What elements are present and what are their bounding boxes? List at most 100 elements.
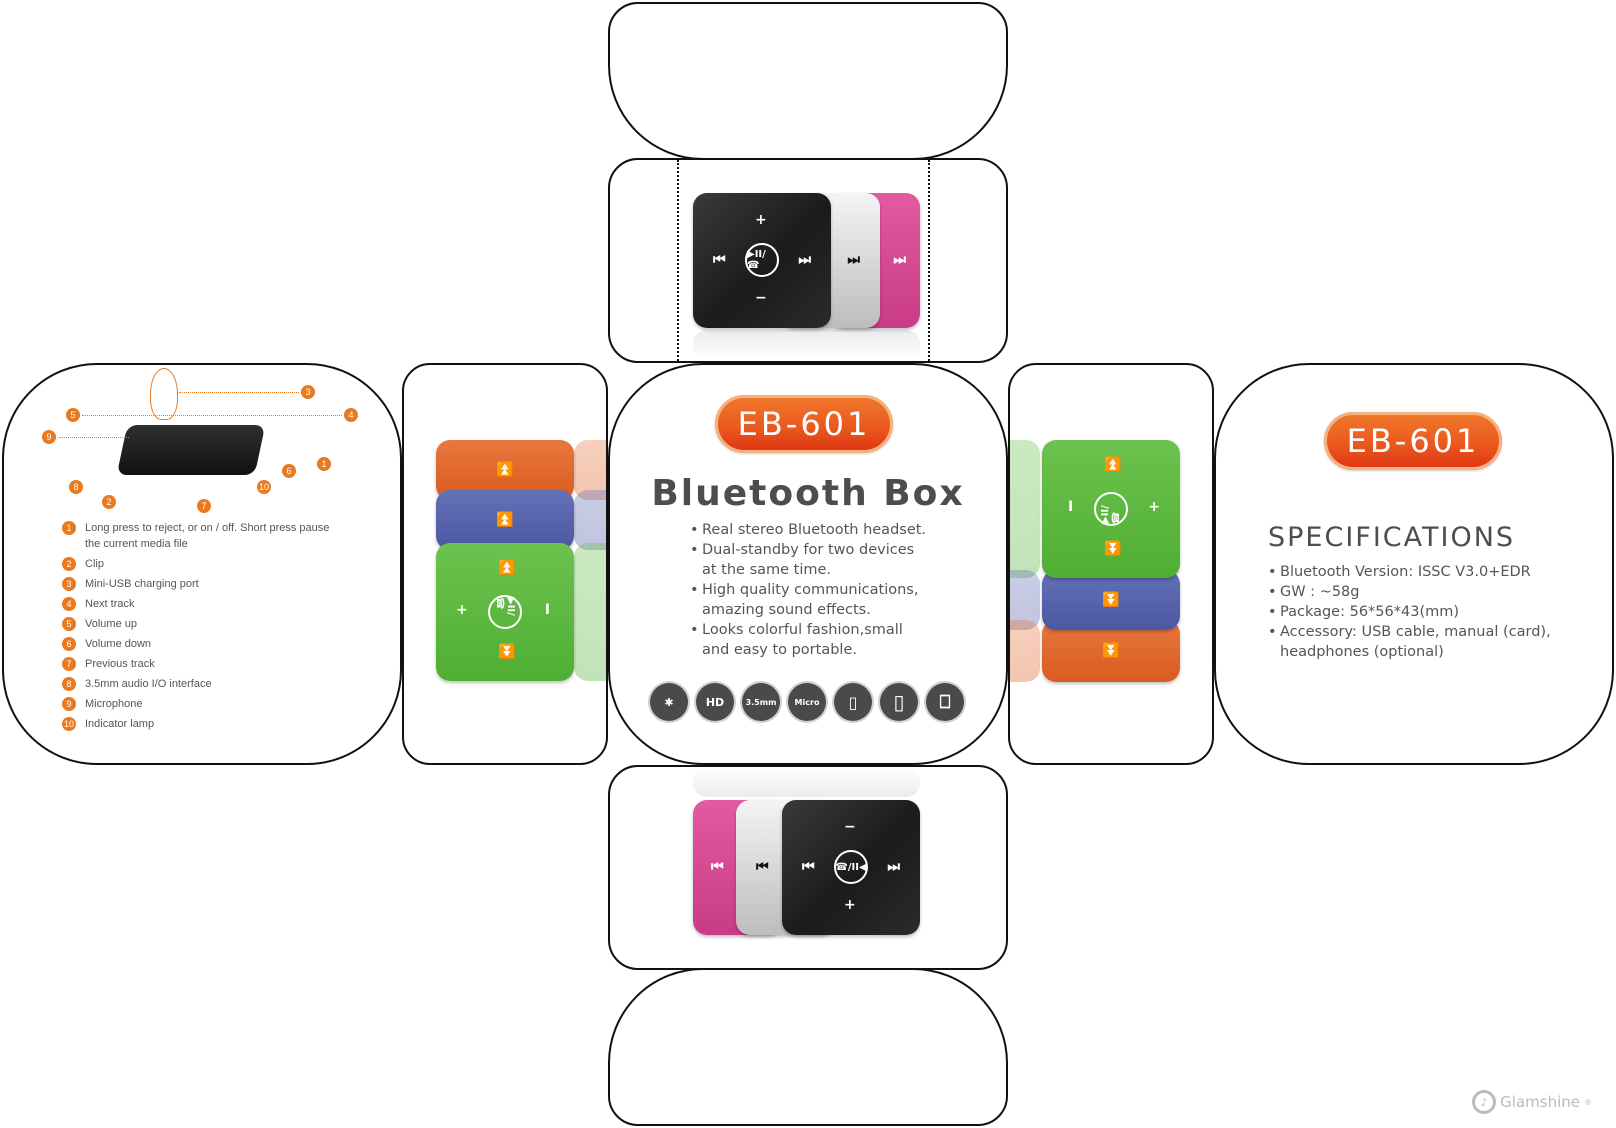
green-device-tile: ⏫ + ▶II/☎ I ⏬ [436, 543, 574, 681]
legend-item: 9 Microphone [62, 696, 345, 712]
up-arrow-icon: ⏫ [496, 512, 514, 528]
legend-text: Microphone [85, 698, 143, 710]
left-side-panel: ⏫ ⏫ ⏫ + ▶II/☎ I ⏬ [402, 363, 608, 765]
legend-text: Next track [85, 598, 135, 610]
callout-3: 3 [301, 385, 315, 399]
laptop-icon: ⎕ [926, 683, 964, 721]
tablet-icon: ▯ [880, 683, 918, 721]
callout-10: 10 [257, 480, 271, 494]
callout-line [59, 437, 129, 438]
device-body [116, 425, 266, 475]
legend-text: Clip [85, 558, 104, 570]
black-device-tile: + ⏮ ▶II/☎ ⏭ − [693, 193, 831, 328]
spec-item: Package: 56*56*43(mm) [1268, 602, 1568, 622]
faded-blue-tile [574, 490, 606, 550]
minus-icon: − [755, 290, 767, 306]
legend-text: 3.5mm audio I/O interface [85, 678, 212, 690]
minus-icon: − [844, 819, 856, 835]
legend-item: 4 Next track [62, 596, 345, 612]
legend-number: 4 [62, 597, 76, 611]
up-arrow-icon: ⏫ [496, 462, 514, 478]
callout-8: 8 [69, 480, 83, 494]
next-track-icon: ⏭ [798, 252, 811, 268]
previous-track-icon: ⏮ [756, 859, 769, 875]
feature-item: High quality communications, amazing sou… [690, 580, 930, 620]
callout-9: 9 [42, 430, 56, 444]
specifications-list: Bluetooth Version: ISSC V3.0+EDR GW : ~5… [1268, 562, 1568, 662]
callout-line [82, 415, 342, 416]
tile-reflection [693, 330, 920, 360]
legend-text: Volume up [85, 618, 137, 630]
feature-item: Dual-standby for two devices at the same… [690, 540, 930, 580]
legend-text: Indicator lamp [85, 718, 155, 730]
right-side-panel: ⏬ ⏬ ⏫ I ▶II/☎ + ⏬ [1008, 363, 1214, 765]
legend-text: Long press to reject, or on / off. Short… [85, 522, 330, 550]
top-panel: ⏭ ⏭ + ⏮ ▶II/☎ ⏭ − [608, 158, 1008, 363]
play-call-icon: ▶II/☎ [745, 243, 779, 277]
registered-mark: ® [1584, 1097, 1592, 1107]
feature-icons: ✱ HD 3.5mm Micro ▯ ▯ ⎕ [650, 683, 964, 721]
legend-number: 5 [62, 617, 76, 631]
fold-line-right [928, 160, 930, 361]
orange-device-tile: ⏬ [1042, 620, 1180, 682]
hd-icon: HD [696, 683, 734, 721]
brand-logo: ♪ Glamshine ® [1472, 1090, 1592, 1114]
faded-green-tile [1010, 440, 1040, 578]
legend-number: 8 [62, 677, 76, 691]
legend-item: 2 Clip [62, 556, 345, 572]
up-arrow-icon: ⏫ [498, 560, 516, 576]
legend-number: 9 [62, 697, 76, 711]
minus-icon: I [544, 602, 550, 618]
legend-item: 5 Volume up [62, 616, 345, 632]
button-legend: 1 Long press to reject, or on / off. Shor… [62, 520, 345, 736]
device-diagram: 3 5 4 9 1 6 8 10 2 7 [4, 365, 400, 515]
down-arrow-icon: ⏬ [1102, 592, 1120, 608]
legend-number: 6 [62, 637, 76, 651]
callout-line [179, 392, 299, 393]
plus-icon: + [844, 897, 856, 913]
right-wing-panel: EB-601 SPECIFICATIONS Bluetooth Version:… [1214, 363, 1614, 765]
legend-item: 1 Long press to reject, or on / off. Shor… [62, 520, 345, 552]
minus-icon: I [1068, 499, 1074, 515]
next-track-icon: ⏭ [847, 252, 860, 268]
previous-track-icon: ⏮ [713, 252, 726, 268]
next-track-icon: ⏭ [887, 859, 900, 875]
legend-number: 2 [62, 557, 76, 571]
callout-1: 1 [317, 457, 331, 471]
previous-track-icon: ⏮ [711, 859, 724, 875]
callout-6: 6 [282, 464, 296, 478]
micro-usb-icon: Micro [788, 683, 826, 721]
callout-7: 7 [197, 499, 211, 513]
next-track-icon: ⏭ [893, 252, 906, 268]
phone-icon: ▯ [834, 683, 872, 721]
blue-device-tile: ⏫ [436, 490, 574, 550]
faded-green-tile [574, 543, 606, 681]
up-arrow-icon: ⏫ [1104, 457, 1122, 473]
black-device-tile: − ⏮ ☎/II◀ ⏭ + [782, 800, 920, 935]
fold-line-left [677, 160, 679, 361]
bottom-panel: ⏮ ⏮ − ⏮ ☎/II◀ ⏭ + [608, 765, 1008, 970]
top-flap-panel [608, 2, 1008, 160]
callout-2: 2 [102, 495, 116, 509]
front-panel: EB-601 Bluetooth Box Real stereo Bluetoo… [608, 363, 1008, 765]
legend-item: 10 Indicator lamp [62, 716, 345, 732]
legend-item: 3 Mini-USB charging port [62, 576, 345, 592]
legend-number: 10 [62, 717, 76, 731]
plus-icon: + [456, 602, 468, 618]
legend-text: Previous track [85, 658, 155, 670]
previous-track-icon: ⏮ [802, 859, 815, 875]
down-arrow-icon: ⏬ [1102, 643, 1120, 659]
call-play-icon: ☎/II◀ [834, 850, 868, 884]
specifications-heading: SPECIFICATIONS [1268, 522, 1516, 553]
plus-icon: + [755, 212, 767, 228]
spec-item: Accessory: USB cable, manual (card), hea… [1268, 622, 1568, 662]
callout-5: 5 [66, 408, 80, 422]
legend-number: 3 [62, 577, 76, 591]
legend-text: Mini-USB charging port [85, 578, 199, 590]
legend-number: 1 [62, 521, 76, 535]
green-device-tile: ⏫ I ▶II/☎ + ⏬ [1042, 440, 1180, 578]
model-badge: EB-601 [1324, 412, 1502, 470]
tile-reflection [693, 767, 920, 797]
